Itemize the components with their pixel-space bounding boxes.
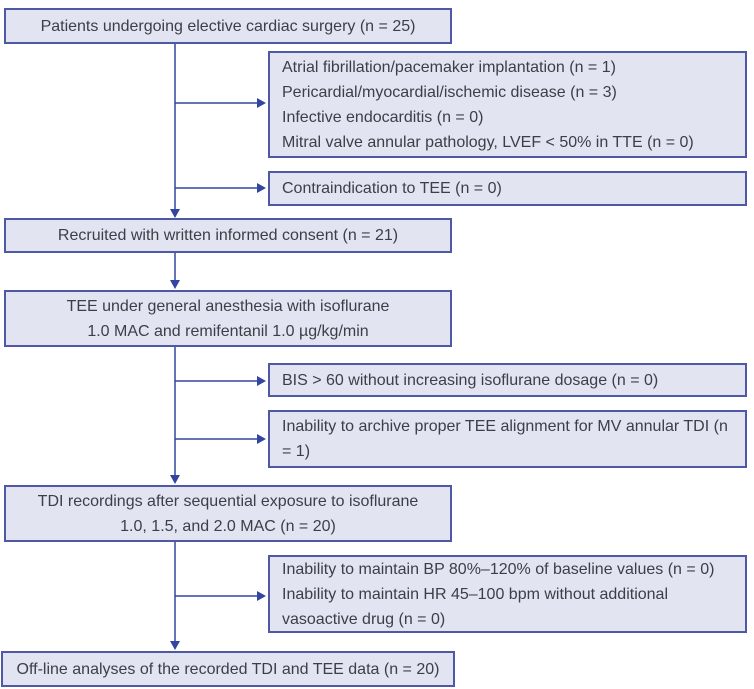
box-bis-exclusion: BIS > 60 without increasing isoflurane d… xyxy=(268,363,747,397)
box-tee-contraindication: Contraindication to TEE (n = 0) xyxy=(268,171,747,206)
box-text-line: Atrial fibrillation/pacemaker implantati… xyxy=(282,58,616,76)
box-text-line: Recruited with written informed consent … xyxy=(57,227,399,244)
box-tee-alignment-exclusion: Inability to archive proper TEE alignmen… xyxy=(268,410,747,468)
box-text-line: TDI recordings after sequential exposure… xyxy=(37,492,419,510)
box-exclusion-criteria: Atrial fibrillation/pacemaker implantati… xyxy=(268,51,747,158)
box-text-line: Patients undergoing elective cardiac sur… xyxy=(40,17,416,35)
box-patients-enrolled: Patients undergoing elective cardiac sur… xyxy=(4,8,452,44)
box-text-line: Mitral valve annular pathology, LVEF < 5… xyxy=(282,133,694,151)
box-text-line: Infective endocarditis (n = 0) xyxy=(282,108,484,126)
box-text-line: BIS > 60 without increasing isoflurane d… xyxy=(282,371,659,389)
box-text-line: Inability to maintain HR 45–100 bpm with… xyxy=(282,585,669,628)
box-text-line: Inability to archive proper TEE alignmen… xyxy=(282,418,728,460)
box-text-line: 1.0 MAC and remifentanil 1.0 µg/kg/min xyxy=(87,322,369,340)
box-text-line: Contraindication to TEE (n = 0) xyxy=(282,180,502,197)
box-hemodynamic-exclusion: Inability to maintain BP 80%–120% of bas… xyxy=(268,555,747,633)
box-text-line: 1.0, 1.5, and 2.0 MAC (n = 20) xyxy=(120,517,336,535)
box-offline-analyses: Off-line analyses of the recorded TDI an… xyxy=(1,651,455,687)
box-tee-anesthesia: TEE under general anesthesia with isoflu… xyxy=(4,290,452,347)
box-text-line: Pericardial/myocardial/ischemic disease … xyxy=(282,83,617,101)
box-text-line: TEE under general anesthesia with isoflu… xyxy=(66,297,390,315)
box-text-line: Off-line analyses of the recorded TDI an… xyxy=(16,660,440,678)
box-text-line: Inability to maintain BP 80%–120% of bas… xyxy=(282,560,715,578)
box-tdi-recordings: TDI recordings after sequential exposure… xyxy=(4,485,452,542)
box-recruited-consent: Recruited with written informed consent … xyxy=(4,218,452,253)
